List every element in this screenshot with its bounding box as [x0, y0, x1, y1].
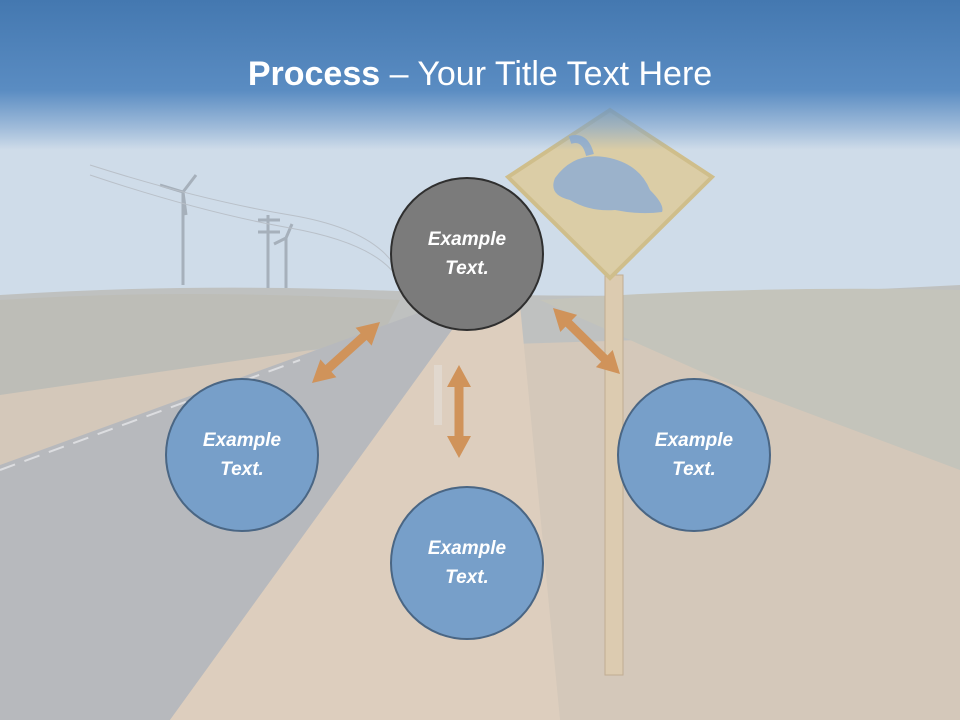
arrow-center-bottom	[447, 365, 471, 458]
title-bar	[0, 0, 960, 150]
title-rest: – Your Title Text Here	[380, 55, 713, 93]
center-node-line1: Example	[427, 229, 507, 250]
right-node-line1: Example	[654, 430, 734, 451]
left-node[interactable]: Example Text.	[165, 378, 319, 532]
center-node[interactable]: Example Text.	[390, 177, 544, 331]
bottom-node-line1: Example	[427, 538, 507, 559]
bottom-node[interactable]: Example Text.	[390, 486, 544, 640]
bottom-node-line2: Text.	[445, 567, 489, 588]
center-node-line2: Text.	[445, 258, 489, 279]
right-node[interactable]: Example Text.	[617, 378, 771, 532]
title-bold: Process	[247, 55, 381, 93]
arrow-center-right	[553, 308, 620, 374]
right-node-line2: Text.	[672, 459, 716, 480]
slide-title: Process – Your Title Text Here	[0, 50, 960, 98]
arrow-center-left-shape	[312, 322, 380, 383]
arrow-center-left	[312, 322, 380, 383]
arrow-center-right-shape	[553, 308, 620, 374]
arrow-center-bottom-shape	[447, 365, 471, 458]
left-node-line2: Text.	[220, 459, 264, 480]
left-node-line1: Example	[202, 430, 282, 451]
